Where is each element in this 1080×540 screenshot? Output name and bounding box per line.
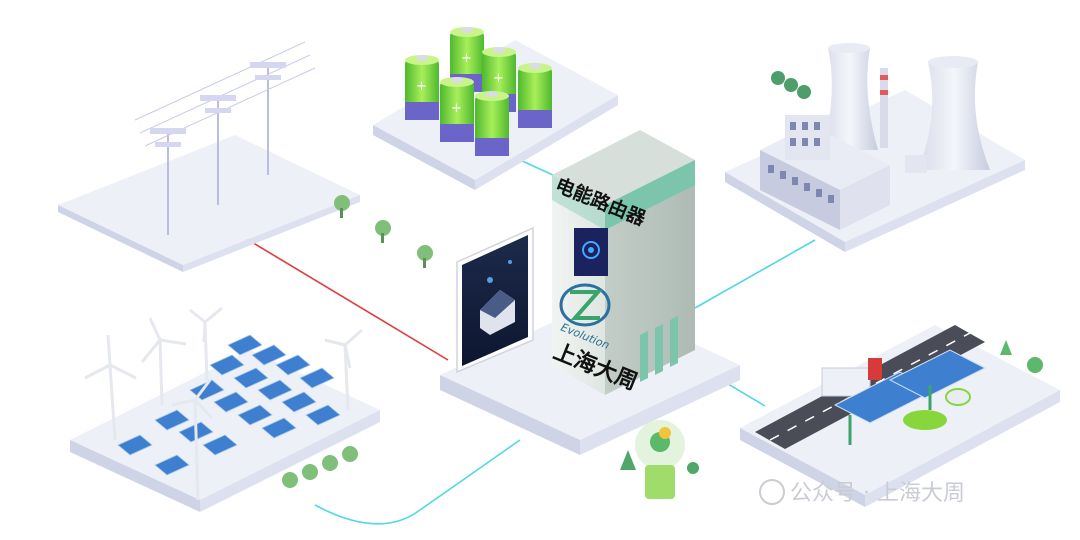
link-powerline-router: [244, 237, 449, 361]
solar-wind-platform: [70, 306, 380, 512]
svg-text:+: +: [461, 51, 472, 66]
power-line-platform: [58, 41, 360, 272]
link-solar-router: [314, 439, 521, 525]
ev-charging-icon: [821, 349, 987, 445]
watermark-text: 公众号 · 上海大周: [790, 481, 965, 506]
solar-panel-icon: [117, 334, 341, 476]
battery-platform: + + + +: [373, 27, 618, 190]
tablet-icon: [456, 226, 534, 374]
watermark: 公众号 · 上海大周: [759, 479, 965, 506]
energy-router: [552, 130, 695, 395]
wind-turbine-icon: [84, 306, 363, 501]
factory-platform: [725, 43, 1025, 252]
ev-charging-platform: [740, 325, 1060, 507]
link-factory-router: [694, 239, 816, 309]
evolution-logo-icon: [559, 283, 611, 327]
lightbulb-tree-icon: [620, 420, 699, 499]
decor-trees-solar: [282, 446, 358, 488]
factory-icon: [760, 43, 990, 230]
svg-text:+: +: [493, 71, 504, 86]
power-line-icon: [134, 41, 316, 235]
decor-trees-left: [334, 195, 433, 268]
svg-text:+: +: [451, 101, 462, 116]
svg-text:+: +: [416, 79, 427, 94]
battery-icon: + + + +: [405, 27, 552, 156]
